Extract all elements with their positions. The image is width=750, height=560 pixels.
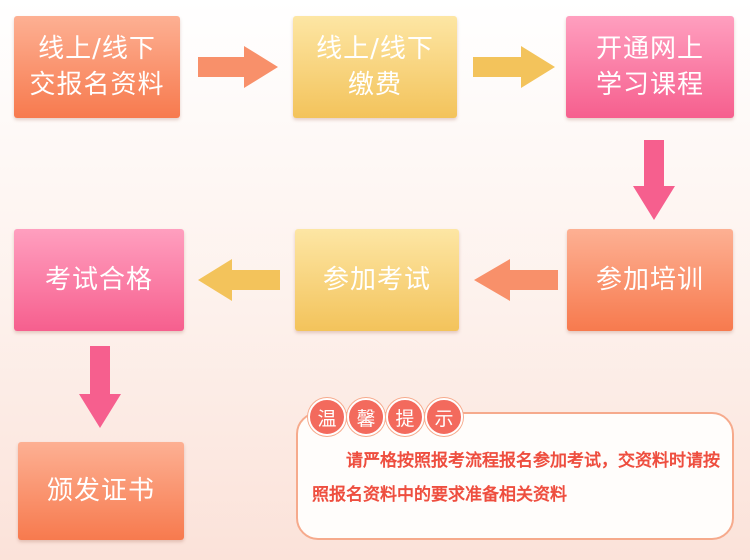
step-take-exam: 参加考试	[295, 229, 459, 331]
step-open-course: 开通网上 学习课程	[566, 16, 734, 118]
arrow-left-icon	[474, 259, 558, 301]
notice-title-char: 馨	[347, 398, 385, 436]
step-certificate: 颁发证书	[18, 442, 184, 540]
notice-title-char: 提	[386, 398, 424, 436]
arrow-right-icon	[198, 46, 278, 88]
step-payment: 线上/线下 缴费	[293, 16, 457, 118]
arrow-down-icon	[79, 346, 121, 428]
step-training: 参加培训	[567, 229, 733, 331]
notice-title: 温 馨 提 示	[308, 398, 463, 436]
step-submit-materials: 线上/线下 交报名资料	[14, 16, 180, 118]
step-exam-passed: 考试合格	[14, 229, 184, 331]
notice-text: 请严格按照报考流程报名参加考试，交资料时请按照报名资料中的要求准备相关资料	[312, 451, 720, 505]
notice-title-char: 示	[425, 398, 463, 436]
notice-title-char: 温	[308, 398, 346, 436]
arrow-down-icon	[633, 140, 675, 220]
arrow-right-icon	[473, 46, 555, 88]
arrow-left-icon	[198, 259, 280, 301]
